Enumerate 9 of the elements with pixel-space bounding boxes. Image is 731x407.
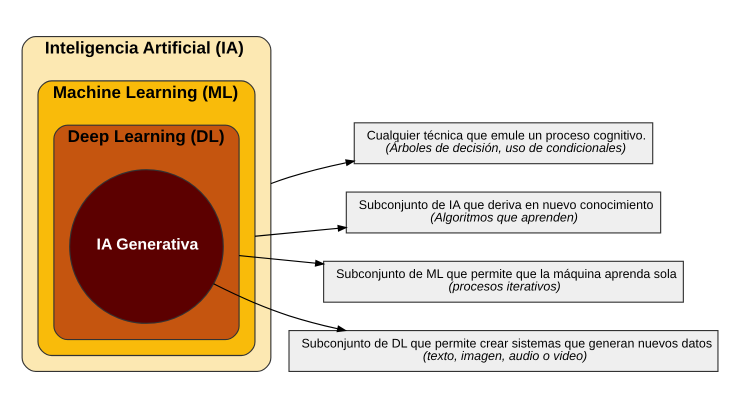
- node-circle: IA Generativa: [69, 168, 224, 324]
- arrow: [254, 224, 348, 236]
- node-box: Cualquier técnica que emule un proceso cognitivo. (Árboles de decisión, uso de condicionales): [354, 122, 654, 164]
- node-box: Subconjunto de IA que deriva en nuevo conocimiento (Algoritmos que aprenden): [346, 191, 662, 233]
- arrow: [213, 282, 348, 332]
- node-box: Subconjunto de ML que permite que la máquina aprenda sola (procesos iterativos): [323, 260, 684, 302]
- arrow: [239, 254, 326, 266]
- node-box: Subconjunto de DL que permite crear sistemas que generan nuevos datos (texto, imagen, audio o video): [288, 329, 719, 372]
- arrow: [270, 158, 356, 184]
